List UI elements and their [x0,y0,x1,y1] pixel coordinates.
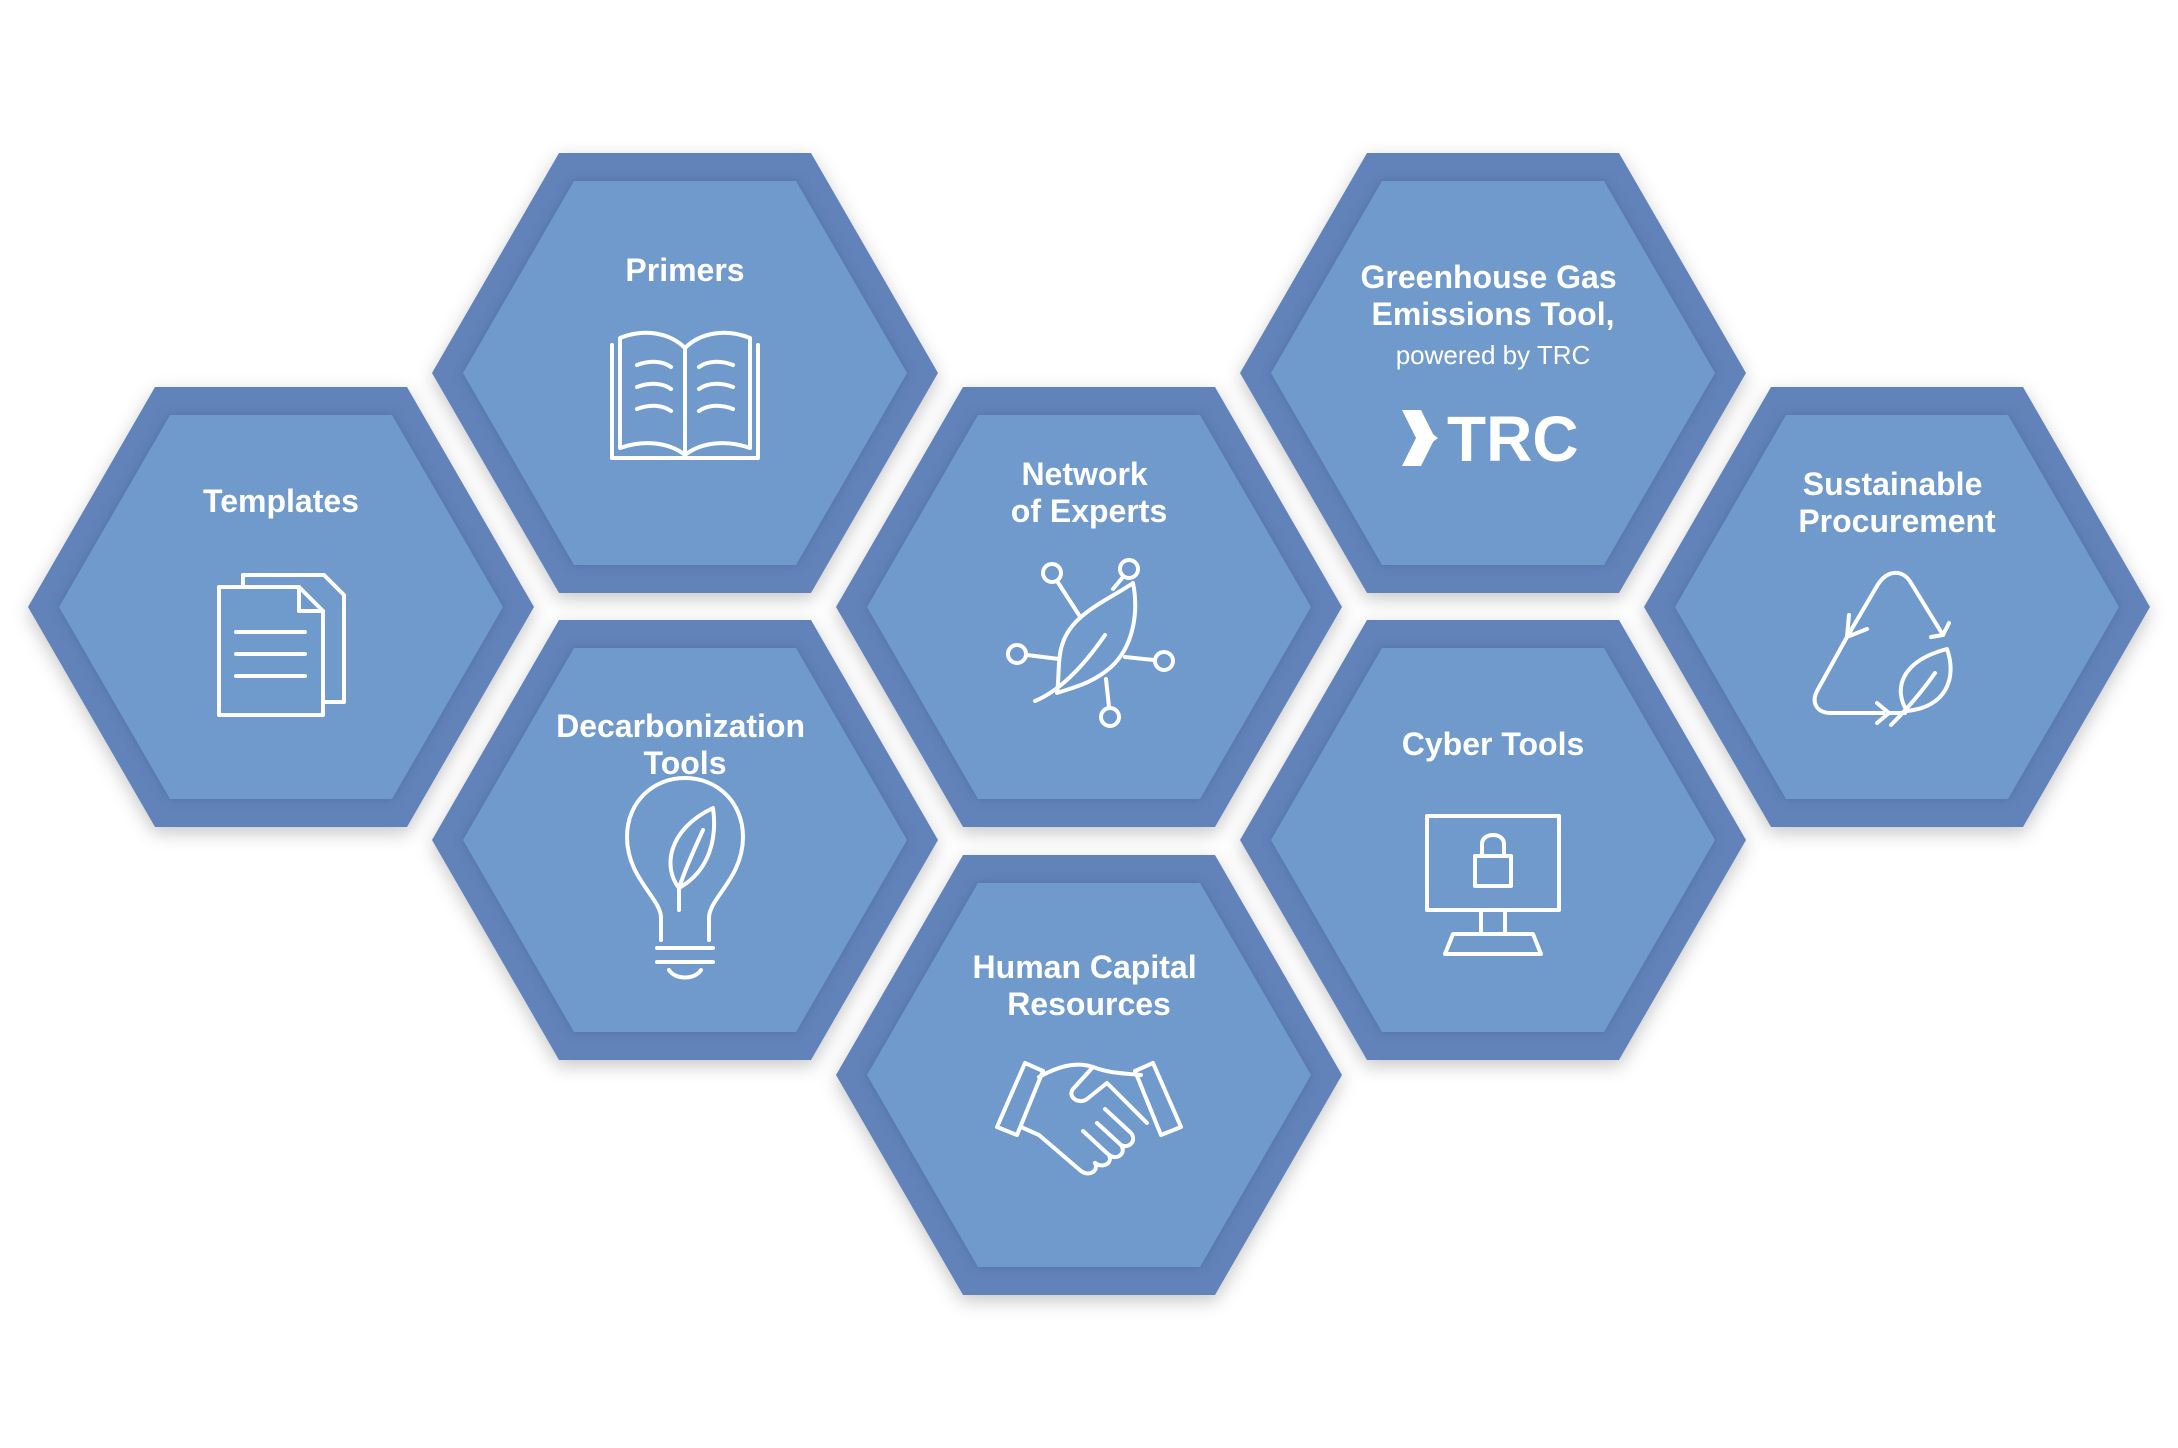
primers-title: Primers [625,252,744,288]
hex-human-capital-resources[interactable]: Human Capital Resources [836,855,1342,1295]
trc-logo-mark [1402,410,1435,466]
network-leaf-icon [1006,558,1175,728]
human-capital-title: Human Capital Resources [973,949,1206,1022]
hex-sustainable-procurement[interactable]: Sustainable Procurement [1644,387,2150,827]
hex-decarbonization-face [463,648,907,1032]
hex-network-of-experts[interactable]: Network of Experts [836,387,1342,827]
hex-ghg-face [1271,181,1715,565]
sustainable-title: Sustainable Procurement [1798,466,1996,539]
hex-templates[interactable]: Templates [28,387,534,827]
hex-decarbonization-tools[interactable]: Decarbonization Tools [432,620,938,1060]
open-book-icon [610,330,760,460]
hex-primers[interactable]: Primers [432,153,938,593]
monitor-lock-icon [1425,814,1561,956]
trc-logo-text: TRC [1447,403,1579,475]
handshake-icon [995,1061,1183,1176]
hex-cyber-tools[interactable]: Cyber Tools [1240,620,1746,1060]
ghg-subtitle: powered by TRC [1396,340,1591,370]
trc-logo: TRC [1402,403,1579,475]
hex-human-capital-face [867,883,1311,1267]
document-stack-icon [217,573,346,717]
templates-title: Templates [203,483,359,519]
lightbulb-leaf-icon [625,776,745,980]
recycle-leaf-icon [1812,570,1953,727]
hex-ghg-emissions-tool[interactable]: Greenhouse Gas Emissions Tool, powered b… [1240,153,1746,593]
hex-cyber-face [1271,648,1715,1032]
hex-sustainable-face [1675,415,2119,799]
hex-network-face [867,415,1311,799]
network-title: Network of Experts [1011,456,1167,529]
decarbonization-title: Decarbonization Tools [556,708,814,781]
trc-logo-mark-tip [1426,429,1438,447]
ghg-title: Greenhouse Gas Emissions Tool, [1361,259,1626,332]
cyber-title: Cyber Tools [1402,726,1585,762]
